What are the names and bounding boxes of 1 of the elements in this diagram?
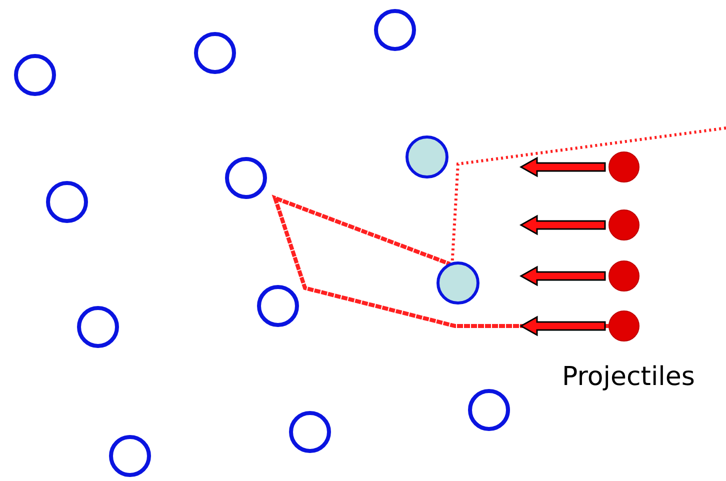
projectile-label: Projectiles: [562, 362, 695, 392]
